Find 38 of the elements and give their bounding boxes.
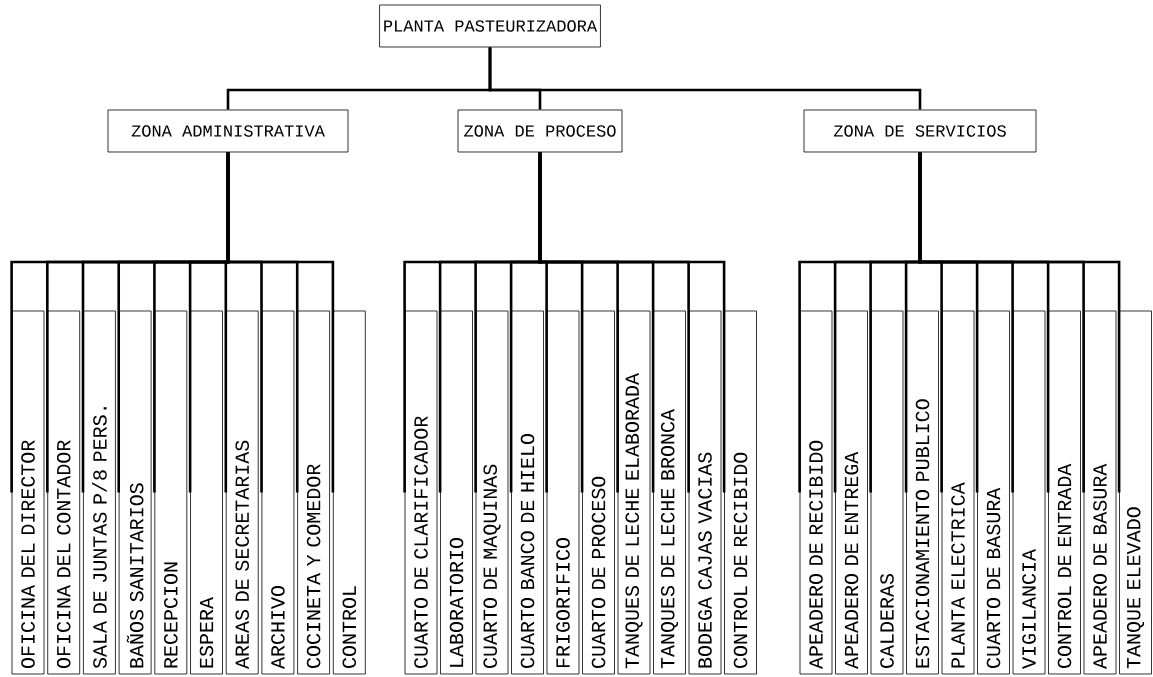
room-box: PLANTA ELECTRICA: [941, 310, 975, 675]
room-box: COCINETA Y COMEDOR: [297, 310, 330, 675]
connector-line: [488, 47, 922, 110]
room-box: FRIGORIFICO: [546, 310, 580, 675]
room-box: TANQUES DE LECHE BRONCA: [653, 310, 686, 675]
room-box: SALA DE JUNTAS P/8 PERS.: [83, 310, 116, 675]
room-box: RECEPCION: [154, 310, 188, 675]
room-box: CALDERAS: [870, 310, 904, 675]
room-box: ARCHIVO: [261, 310, 295, 675]
connector-line: [918, 152, 1121, 493]
room-box: APEADERO DE RECIBIDO: [799, 310, 833, 675]
room-box: APEADERO DE ENTREGA: [835, 310, 868, 675]
room-box: BAÑOS SANITARIOS: [118, 310, 152, 675]
room-box: CONTROL DE ENTRADA: [1048, 310, 1081, 675]
room-box: VIGILANCIA: [1012, 310, 1046, 675]
room-box: CONTROL: [332, 310, 366, 675]
room-box: TANQUE ELEVADO: [1119, 310, 1152, 675]
room-box: CONTROL DE RECIBIDO: [724, 310, 757, 675]
room-box: CUARTO DE MAQUINAS: [475, 310, 509, 675]
room-box: LABORATORIO: [440, 310, 473, 675]
root-box: PLANTA PASTEURIZADORA: [379, 4, 601, 48]
room-box: ESTACIONAMIENTO PUBLICO: [906, 310, 939, 675]
room-box: CUARTO BANCO DE HIELO: [511, 310, 544, 675]
room-box: OFICINA DEL CONTADOR: [47, 310, 81, 675]
room-box: OFICINA DEL DIRECTOR: [11, 310, 45, 675]
room-box: AREAS DE SECRETARIAS: [225, 310, 259, 675]
connector-line: [538, 152, 726, 493]
connector-line: [226, 152, 335, 493]
zone-box: ZONA DE PROCESO: [457, 109, 623, 153]
room-box: CUARTO DE PROCESO: [582, 310, 615, 675]
zone-box: ZONA ADMINISTRATIVA: [107, 109, 349, 153]
room-box: CUARTO DE BASURA: [977, 310, 1010, 675]
room-box: TANQUES DE LECHE ELABORADA: [617, 310, 651, 675]
room-box: BODEGA CAJAS VACIAS: [688, 310, 722, 675]
room-box: APEADERO DE BASURA: [1083, 310, 1117, 675]
room-box: CUARTO DE CLARIFICADOR: [404, 310, 438, 675]
zone-box: ZONA DE SERVICIOS: [803, 109, 1037, 153]
room-box: ESPERA: [190, 310, 223, 675]
